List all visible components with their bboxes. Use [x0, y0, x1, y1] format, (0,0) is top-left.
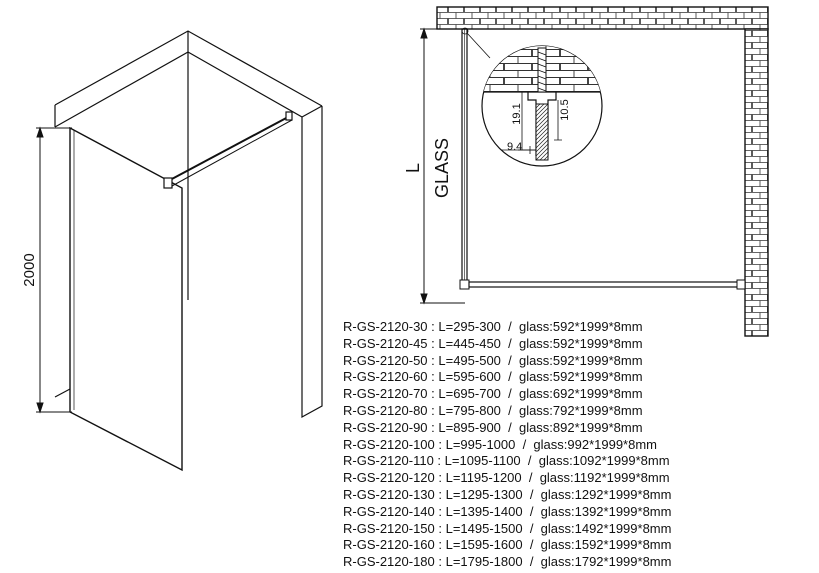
- plan-support-bar: [468, 279, 746, 290]
- glass-label: GLASS: [432, 138, 452, 198]
- detail-glass-section: [535, 103, 549, 161]
- model-spec-row: R-GS-2120-30 : L=295-300 / glass:592*199…: [343, 319, 643, 334]
- glass-panel: [69, 126, 183, 472]
- model-spec-row: R-GS-2120-180 : L=1795-1800 / glass:1792…: [343, 554, 672, 570]
- isometric-view: [36, 30, 323, 472]
- model-spec-row: R-GS-2120-70 : L=695-700 / glass:692*199…: [343, 386, 643, 402]
- model-spec-list: R-GS-2120-30 : L=295-300 / glass:592*199…: [343, 319, 671, 571]
- top-wall: [436, 6, 769, 30]
- support-bar: [163, 111, 293, 189]
- model-spec-row: R-GS-2120-80 : L=795-800 / glass:792*199…: [343, 402, 643, 418]
- dim-9-4: 9.4: [507, 141, 522, 153]
- length-dimension: [420, 27, 465, 305]
- plan-view: [420, 6, 769, 337]
- model-spec-row: R-GS-2120-60 : L=595-600 / glass:592*199…: [343, 369, 643, 385]
- plan-glass-panel: [459, 28, 470, 290]
- detail-circle: [481, 45, 603, 167]
- wall-outline: [54, 30, 323, 419]
- model-spec-row: R-GS-2120-100 : L=995-1000 / glass:992*1…: [343, 436, 657, 452]
- model-spec-row: R-GS-2120-130 : L=1295-1300 / glass:1292…: [343, 486, 672, 502]
- model-spec-row: R-GS-2120-150 : L=1495-1500 / glass:1492…: [343, 520, 672, 536]
- model-spec-row: R-GS-2120-160 : L=1595-1600 / glass:1592…: [343, 537, 672, 553]
- model-spec-row: R-GS-2120-140 : L=1395-1400 / glass:1392…: [343, 503, 672, 519]
- model-spec-row: R-GS-2120-110 : L=1095-1100 / glass:1092…: [343, 453, 670, 469]
- length-label: L: [403, 163, 423, 173]
- dim-10-5: 10.5: [559, 99, 571, 120]
- height-label: 2000: [21, 253, 38, 286]
- dim-19-1: 19.1: [511, 103, 523, 124]
- right-wall: [744, 28, 769, 337]
- detail-callout-mark: [461, 27, 469, 35]
- model-spec-row: R-GS-2120-50 : L=495-500 / glass:592*199…: [343, 352, 643, 368]
- height-dimension: [36, 126, 72, 414]
- model-spec-row: R-GS-2120-120 : L=1195-1200 / glass:1192…: [343, 470, 670, 486]
- model-spec-row: R-GS-2120-90 : L=895-900 / glass:892*199…: [343, 419, 643, 435]
- detail-callout-line: [466, 32, 491, 59]
- model-spec-row: R-GS-2120-45 : L=445-450 / glass:592*199…: [343, 335, 643, 351]
